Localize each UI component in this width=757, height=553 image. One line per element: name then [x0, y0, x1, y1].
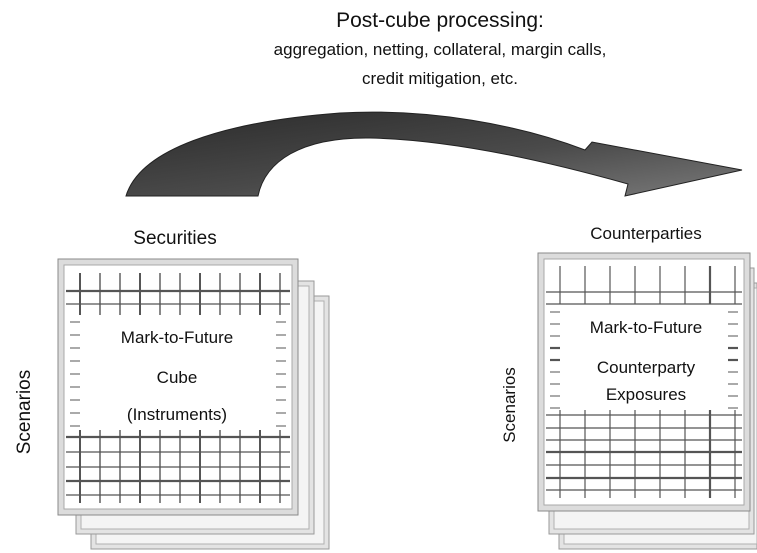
left-scenarios-label: Scenarios: [14, 370, 35, 455]
right-cube-front: [537, 252, 751, 512]
header-line-2: aggregation, netting, collateral, margin…: [274, 40, 607, 59]
right-scenarios-label: Scenarios: [500, 367, 519, 443]
left-cube-front: [57, 258, 299, 516]
right-cube-label-1: Mark-to-Future: [590, 318, 702, 337]
left-cube-label-2: Cube: [157, 368, 198, 387]
right-cube-label-3: Exposures: [606, 385, 686, 404]
header-line-3: credit mitigation, etc.: [362, 69, 518, 88]
right-cube-label-2: Counterparty: [597, 358, 696, 377]
left-cube-label-3: (Instruments): [127, 405, 227, 424]
header-title: Post-cube processing:: [336, 9, 544, 32]
curved-arrow: [125, 111, 743, 197]
counterparties-heading: Counterparties: [590, 224, 702, 243]
right-cube-grid: [546, 266, 742, 498]
left-cube-label-1: Mark-to-Future: [121, 328, 233, 347]
securities-heading: Securities: [133, 228, 216, 249]
left-cube-grid: [66, 273, 290, 503]
